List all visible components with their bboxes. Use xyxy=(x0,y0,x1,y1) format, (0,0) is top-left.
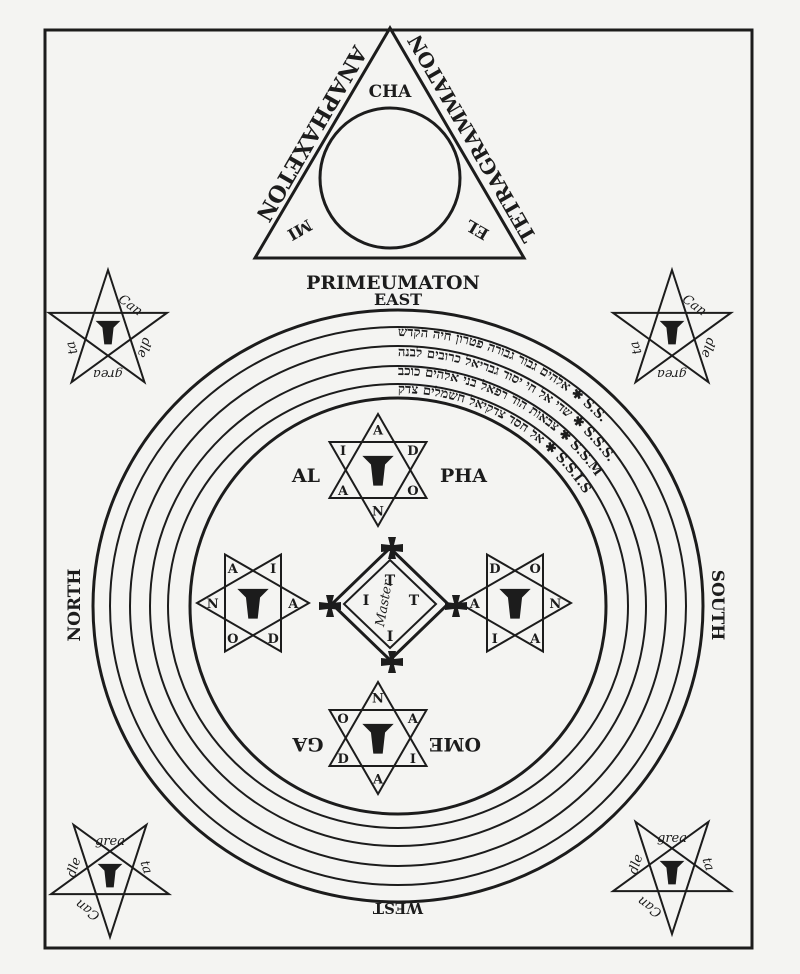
hexagram-letter: N xyxy=(549,597,561,612)
hexagram-triangle-down xyxy=(195,552,282,654)
ring-3 xyxy=(149,365,647,847)
hexagram-triangle-up xyxy=(457,552,544,654)
pentagram-word: ta xyxy=(627,339,645,356)
hexagram-letter: N xyxy=(372,504,384,519)
pentagram-word: dle xyxy=(64,855,85,879)
direction-north: NORTH xyxy=(65,569,85,642)
direction-east: EAST xyxy=(374,290,422,309)
hexagram-top-left-label: AL xyxy=(291,465,320,487)
tau-cross-icon xyxy=(499,588,531,619)
hexagram-letter: I xyxy=(492,632,498,647)
diamond-letter: I xyxy=(387,629,394,645)
hexagram-letter: D xyxy=(268,632,279,647)
hexagram-letter: O xyxy=(337,712,348,727)
cross-pattee-icon xyxy=(381,651,403,673)
tau-cross-icon xyxy=(362,723,394,754)
pentagram-star xyxy=(609,819,735,938)
hexagram-letter: A xyxy=(337,484,349,499)
hexagram-letter: I xyxy=(410,752,416,767)
pentagram-word: dle xyxy=(133,336,154,360)
direction-south: SOUTH xyxy=(707,570,727,641)
hexagram-left: A D O N A I xyxy=(195,552,311,654)
tau-cross-icon xyxy=(659,320,685,345)
tau-cross-icon xyxy=(237,588,269,619)
cross-pattee-icon xyxy=(381,537,403,559)
pentagram-word: grea xyxy=(657,831,687,846)
hexagram-letter: I xyxy=(270,562,276,577)
diamond-letter: I xyxy=(363,593,370,609)
hexagram-right: A D O N A I xyxy=(457,552,573,654)
hexagram-letter: A xyxy=(529,632,541,647)
hexagram-letter: A xyxy=(372,424,384,439)
pentagram-word: grea xyxy=(95,834,125,849)
ring-4 xyxy=(167,383,629,829)
hexagram-triangle-up xyxy=(327,709,429,796)
hexagram-letter: N xyxy=(372,692,384,707)
tau-cross-icon xyxy=(362,455,394,486)
hexagram-letter: I xyxy=(340,444,346,459)
hexagram-letter: O xyxy=(529,562,540,577)
tau-cross-icon xyxy=(95,320,121,345)
ring-2 xyxy=(129,345,667,867)
hexagram-triangle-down xyxy=(327,680,429,767)
diamond-letter: T xyxy=(385,573,396,589)
hexagram-letter: A xyxy=(407,712,419,727)
tau-cross-icon xyxy=(659,860,685,885)
ring-1 xyxy=(109,326,687,886)
diamond-inner xyxy=(342,558,438,650)
hexagram-triangle-up xyxy=(224,552,311,654)
ring-5 xyxy=(188,396,608,816)
hexagram-letter: O xyxy=(407,484,418,499)
hexagram-letter: A xyxy=(227,562,239,577)
hexagram-letter: O xyxy=(227,632,238,647)
pentagram-word: grea xyxy=(93,366,123,381)
hexagram-letter: A xyxy=(469,597,481,612)
hexagram-bottom-left-label: OME xyxy=(429,733,481,755)
hexagram-top: A D O N A I xyxy=(327,412,429,528)
hexagram-triangle-down xyxy=(327,441,429,528)
hexagram-triangle-up xyxy=(327,412,429,499)
diamond-letter: T xyxy=(409,593,420,609)
tau-cross-icon xyxy=(97,863,123,888)
hexagram-bottom-right-label: GA xyxy=(292,733,323,755)
cross-pattee-icon xyxy=(319,595,341,617)
triangle-inner-top: CHA xyxy=(369,82,413,102)
pentagram-word: ta xyxy=(63,339,81,356)
pentagram-word: ta xyxy=(699,856,717,873)
pentagram-star xyxy=(45,266,171,385)
triangle xyxy=(252,25,527,260)
ring-0 xyxy=(91,308,705,904)
triangle-circle xyxy=(318,106,462,250)
pentagram-word: dle xyxy=(626,852,647,876)
pentagram-word: grea xyxy=(657,366,687,381)
outer-border xyxy=(43,28,754,950)
hexagram-letter: D xyxy=(407,444,418,459)
hexagram-top-right-label: PHA xyxy=(440,465,487,487)
hexagram-letter: D xyxy=(489,562,500,577)
pentagram-word: ta xyxy=(137,859,155,876)
pentagram-word: dle xyxy=(697,336,718,360)
hexagram-letter: A xyxy=(372,772,384,787)
hexagram-bottom: A D O N A I xyxy=(327,680,429,796)
hexagram-triangle-down xyxy=(486,552,573,654)
pentagram-star xyxy=(47,822,173,941)
hexagram-letter: N xyxy=(207,597,219,612)
hexagram-letter: A xyxy=(287,597,299,612)
pentagram-star xyxy=(609,266,735,385)
direction-west: WEST xyxy=(372,899,424,917)
hexagram-letter: D xyxy=(337,752,348,767)
triangle-bottom-word: PRIMEUMATON xyxy=(306,272,480,294)
cross-pattee-icon xyxy=(445,595,467,617)
